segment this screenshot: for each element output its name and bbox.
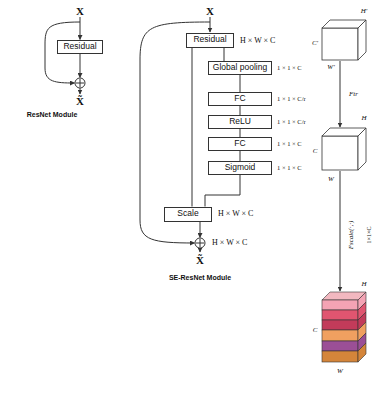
residual-arrow: [80, 54, 81, 78]
operator-label: Fscale(·,·): [348, 221, 356, 250]
box-text: ReLU: [229, 117, 251, 126]
shape-label: H × W × C: [218, 210, 253, 219]
dimension-label: H′: [361, 8, 368, 16]
module-caption: ResNet Module: [27, 111, 78, 119]
box-text: FC: [234, 139, 245, 148]
dimension-label: W′: [327, 64, 334, 72]
shape-label: H × W × C: [212, 239, 247, 248]
dimension-label: H: [361, 281, 366, 289]
operator-label: Ftr: [349, 91, 358, 99]
sigmoid-box: Sigmoid: [208, 161, 272, 175]
relu-box: ReLU: [208, 115, 272, 129]
plus-sign: [196, 239, 204, 247]
channel-band: [322, 351, 358, 362]
plus-sign: [76, 79, 84, 87]
output-arrow: [200, 248, 201, 252]
box-text: Global pooling: [213, 63, 267, 72]
shape-label: H × W × C: [240, 37, 275, 46]
box-text: Residual: [193, 35, 226, 44]
fc-box: FC: [208, 137, 272, 151]
shape-label: 1 × 1 × C/r: [277, 118, 306, 125]
scale-box: Scale: [164, 207, 212, 222]
dimension-label: W: [337, 368, 343, 376]
tensor-box-side: [358, 128, 366, 170]
channel-band: [322, 310, 358, 320]
transform-arrow: [340, 61, 341, 127]
box-text: Scale: [177, 209, 198, 218]
shape-label: 1 × 1 × C: [277, 164, 302, 171]
output-symbol: X̃: [196, 254, 204, 266]
scale-arrow: [200, 222, 201, 238]
channel-band: [322, 320, 358, 330]
input-symbol: X: [76, 5, 84, 17]
shape-label: 1 × 1 × C: [277, 140, 302, 147]
tensor-box: [322, 136, 358, 170]
shape-label: 1 × 1 × C: [277, 64, 302, 71]
tensor-box-side: [358, 20, 366, 60]
box-text: Sigmoid: [225, 163, 256, 172]
residual-box: Residual: [57, 40, 103, 54]
module-caption: SE-ResNet Module: [169, 274, 231, 282]
box-text: Residual: [63, 42, 96, 51]
shape-label: 1×1×C: [366, 227, 373, 244]
connector: [192, 48, 193, 207]
residual-box: Residual: [186, 33, 234, 48]
tensor-box: [322, 28, 358, 60]
sum-symbol: [75, 78, 85, 88]
output-symbol: X̃: [76, 95, 84, 107]
input-arrow: [210, 17, 211, 32]
connector: [224, 48, 225, 62]
pooling-box: Global pooling: [208, 61, 272, 75]
connector: [240, 129, 241, 137]
channel-band: [322, 300, 358, 310]
channel-band: [358, 343, 366, 362]
scale-arrow: [340, 171, 341, 291]
shape-label: 1 × 1 × C/r: [277, 95, 306, 102]
connector: [240, 151, 241, 161]
box-text: FC: [234, 94, 245, 103]
connector: [240, 106, 241, 115]
dimension-label: C: [313, 327, 318, 335]
input-arrow: [80, 17, 81, 40]
dimension-label: C: [313, 148, 318, 156]
sum-symbol: [195, 238, 205, 248]
fc-box: FC: [208, 92, 272, 106]
output-arrow: [80, 88, 81, 94]
connector: [205, 175, 240, 207]
channel-band: [322, 330, 358, 341]
channel-band: [322, 341, 358, 351]
dimension-label: C′: [312, 40, 318, 48]
input-symbol: X: [206, 5, 214, 17]
dimension-label: H: [361, 115, 366, 123]
connector: [240, 75, 241, 92]
dimension-label: W: [328, 176, 334, 184]
